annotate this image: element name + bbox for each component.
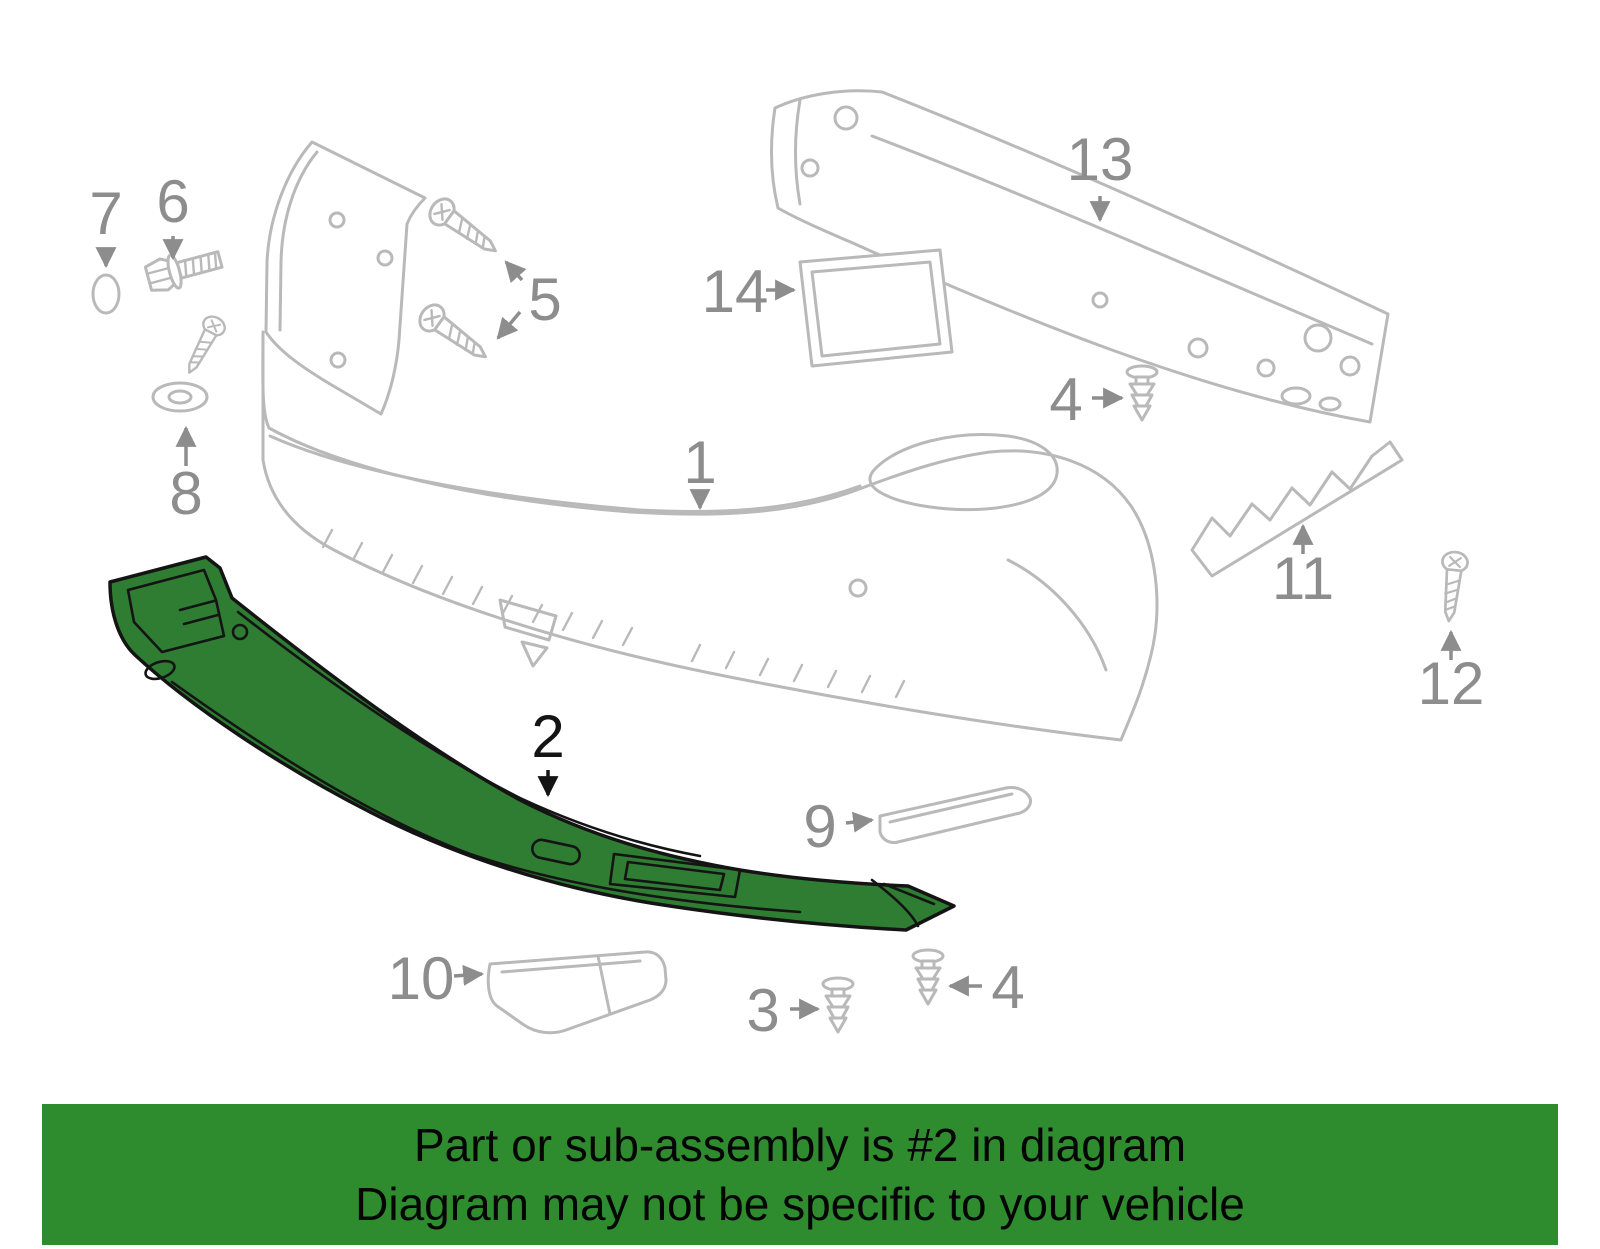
clip-icon <box>1125 364 1159 422</box>
callout-5-label: 5 <box>528 266 561 333</box>
screw-icon <box>413 298 496 370</box>
body-side-panel <box>264 140 427 416</box>
parts-diagram-canvas: 1 2 3 4 4 5 6 7 8 9 10 11 12 13 14 <box>89 89 1484 1044</box>
part-10-reflector <box>486 950 668 1035</box>
callout-9-label: 9 <box>803 793 836 860</box>
callout-1-label: 1 <box>683 429 716 496</box>
part-8-grommet-screw <box>151 311 230 413</box>
pad-inner <box>810 260 942 358</box>
clip-icon <box>911 948 945 1006</box>
hole <box>800 158 820 178</box>
cover-hatching-right <box>690 643 906 699</box>
callout-7-label: 7 <box>89 180 122 247</box>
highlight-banner: Part or sub-assembly is #2 in diagram Di… <box>42 1104 1558 1245</box>
panel-outline <box>264 140 427 416</box>
lower-crease <box>170 680 802 914</box>
part-12-screw <box>1434 549 1470 624</box>
wheel-arch-line <box>1006 558 1108 672</box>
slot <box>1318 396 1342 412</box>
callout-13-label: 13 <box>1067 126 1134 193</box>
strip-outline <box>878 786 1032 844</box>
impact-bar-edge <box>794 98 1374 346</box>
hole <box>1187 337 1209 359</box>
pad-outline <box>798 248 954 368</box>
callout-8-label: 8 <box>169 460 202 527</box>
hole <box>1303 323 1333 353</box>
hole <box>328 211 346 229</box>
grommet-icon <box>151 381 209 413</box>
banner-line-2: Diagram may not be specific to your vehi… <box>355 1177 1245 1230</box>
banner-line-1: Part or sub-assembly is #2 in diagram <box>413 1118 1187 1171</box>
hole <box>1339 355 1361 377</box>
part-5-screws <box>413 192 506 370</box>
hole <box>231 623 249 641</box>
callout-10-arrow <box>453 964 485 986</box>
hole <box>833 105 859 131</box>
part-4-clip-bottom <box>911 948 945 1006</box>
callout-5-arrow-lower <box>496 310 522 340</box>
slot <box>531 838 581 866</box>
callout-2-label: 2 <box>531 703 564 770</box>
tow-hook-cap <box>498 598 558 668</box>
panel-crease <box>278 150 319 332</box>
vent-detail <box>608 852 742 899</box>
callout-9-arrow <box>845 811 875 833</box>
screw-icon <box>178 311 230 380</box>
hole <box>329 351 347 369</box>
hole <box>376 249 394 267</box>
clip-icon <box>821 976 855 1034</box>
bolt-icon <box>142 241 226 297</box>
callout-6-label: 6 <box>156 168 189 235</box>
bracket-detail <box>126 568 226 654</box>
impact-bar-outline <box>770 89 1390 424</box>
part-2-lower-garnish-highlighted <box>108 555 956 932</box>
part-11-side-bracket <box>1190 440 1404 578</box>
callout-11-label: 11 <box>1272 545 1334 612</box>
callout-10-label: 10 <box>388 945 455 1012</box>
part-6-bolt <box>142 241 226 297</box>
screw-icon <box>423 192 506 264</box>
slot <box>144 659 176 681</box>
part-13-impact-bar <box>770 89 1390 424</box>
screw-icon <box>1434 549 1470 624</box>
hole <box>1091 291 1109 309</box>
reflector-outline <box>486 950 668 1035</box>
upper-crease <box>236 610 702 858</box>
callout-12-label: 12 <box>1418 650 1485 717</box>
bumper-cover-outline <box>261 330 1159 742</box>
strip-inner <box>888 792 1014 824</box>
part-7-ring <box>91 273 121 315</box>
trunk-corner-line <box>868 433 1059 512</box>
callout-3-label: 3 <box>746 977 779 1044</box>
bracket-outline <box>1190 440 1404 578</box>
part-1-bumper-cover <box>261 330 1159 742</box>
part-9-garnish-strip <box>878 786 1032 844</box>
slot <box>1280 386 1312 406</box>
grommet-hole <box>167 389 193 405</box>
part-14-absorber-pad <box>798 248 954 368</box>
callout-4-right-label: 4 <box>1049 366 1082 433</box>
ring-icon <box>91 273 121 315</box>
part-4-clip-right <box>1125 364 1159 422</box>
part-3-clip <box>821 976 855 1034</box>
reflector-inner <box>500 954 642 1016</box>
callout-5-arrow-upper <box>504 260 527 284</box>
callouts: 1 2 3 4 4 5 6 7 8 9 10 11 12 13 14 <box>89 126 1484 1044</box>
cover-hatching-left <box>321 528 634 647</box>
callout-4-bottom-label: 4 <box>991 954 1024 1021</box>
callout-14-label: 14 <box>702 258 769 325</box>
cover-top-crease <box>268 434 862 514</box>
sensor-hole <box>848 578 868 598</box>
hole <box>1256 358 1276 378</box>
tip-detail <box>870 878 936 928</box>
